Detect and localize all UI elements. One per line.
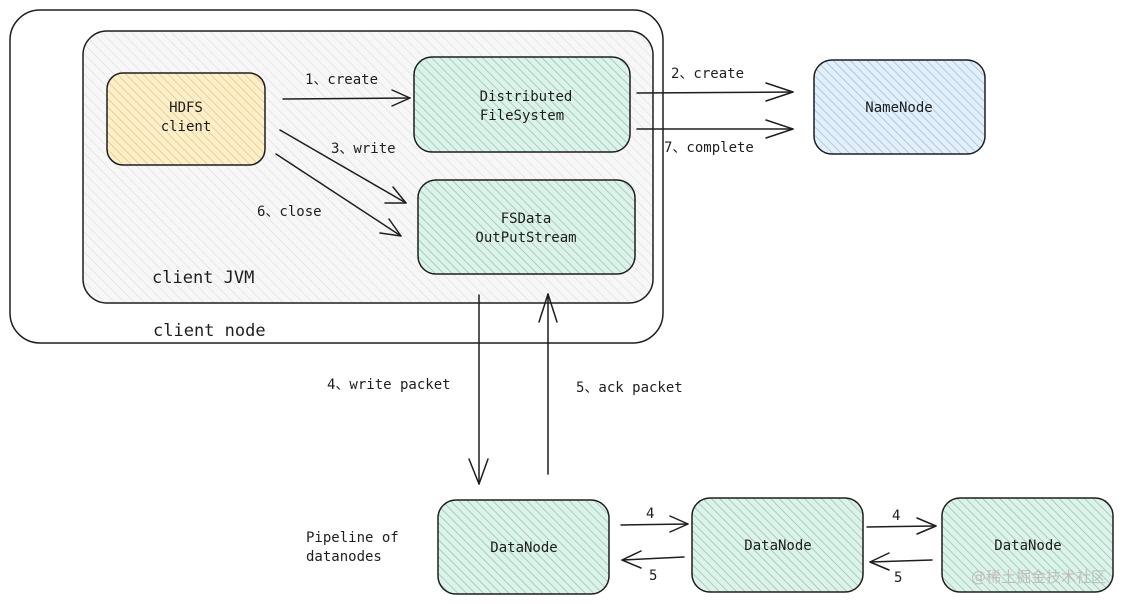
distributed-filesystem-node: Distributed FileSystem [413,56,631,153]
edge-complete-7: 7、complete [636,119,794,156]
edge-close-6: 6、close [257,153,402,237]
edge-create-1: 1、create [282,72,411,107]
edge-pipeline-forward-a-label: 4 [646,506,654,522]
datanode-2-label: DataNode [744,538,811,554]
watermark: @稀土掘金技术社区 [971,568,1106,586]
edge-complete-7-label: 7、complete [664,140,754,156]
fsdata-outputstream-label-line1: FSData [501,211,552,227]
edge-write-3: 3、write [279,129,407,204]
datanode-3-node: DataNode [941,497,1114,593]
edge-pipeline-back-a: 5 [621,550,685,584]
distributed-filesystem-label-line2: FileSystem [480,108,564,124]
edge-close-6-label: 6、close [257,204,322,220]
edge-ack-packet-5-label: 5、ack packet [576,380,683,396]
hdfs-client-node: HDFS client [106,72,266,166]
distributed-filesystem-label-line1: Distributed [480,89,573,105]
hdfs-client-label-line1: HDFS [169,100,203,116]
datanode-1-label: DataNode [490,540,557,556]
edge-pipeline-forward-b-label: 4 [892,508,900,524]
client-node-label: client node [153,321,266,341]
edge-pipeline-back-a-label: 5 [649,568,657,584]
edge-write-packet-4-label: 4、write packet [327,377,451,393]
edge-write-packet-4: 4、write packet [327,294,489,485]
edge-pipeline-back-b: 5 [869,552,933,586]
edge-ack-packet-5: 5、ack packet [538,293,683,475]
edge-pipeline-forward-b: 4 [866,508,937,535]
edge-create-2: 2、create [636,66,794,102]
edge-pipeline-back-b-label: 5 [894,570,902,586]
datanode-2-node: DataNode [691,497,864,593]
datanode-1-node: DataNode [437,499,610,595]
pipeline-label-line2: datanodes [306,549,382,565]
hdfs-client-label-line2: client [161,119,212,135]
datanode-3-label: DataNode [994,538,1061,554]
edge-pipeline-forward-a: 4 [620,506,689,533]
edge-write-3-label: 3、write [331,141,396,157]
edge-create-1-label: 1、create [305,72,378,88]
namenode-label: NameNode [865,100,932,116]
fsdata-outputstream-node: FSData OutPutStream [417,179,636,275]
client-jvm-label: client JVM [152,268,254,288]
fsdata-outputstream-label-line2: OutPutStream [475,230,576,246]
edge-create-2-label: 2、create [671,66,744,82]
namenode-node: NameNode [813,59,986,155]
pipeline-label-line1: Pipeline of [306,530,399,546]
